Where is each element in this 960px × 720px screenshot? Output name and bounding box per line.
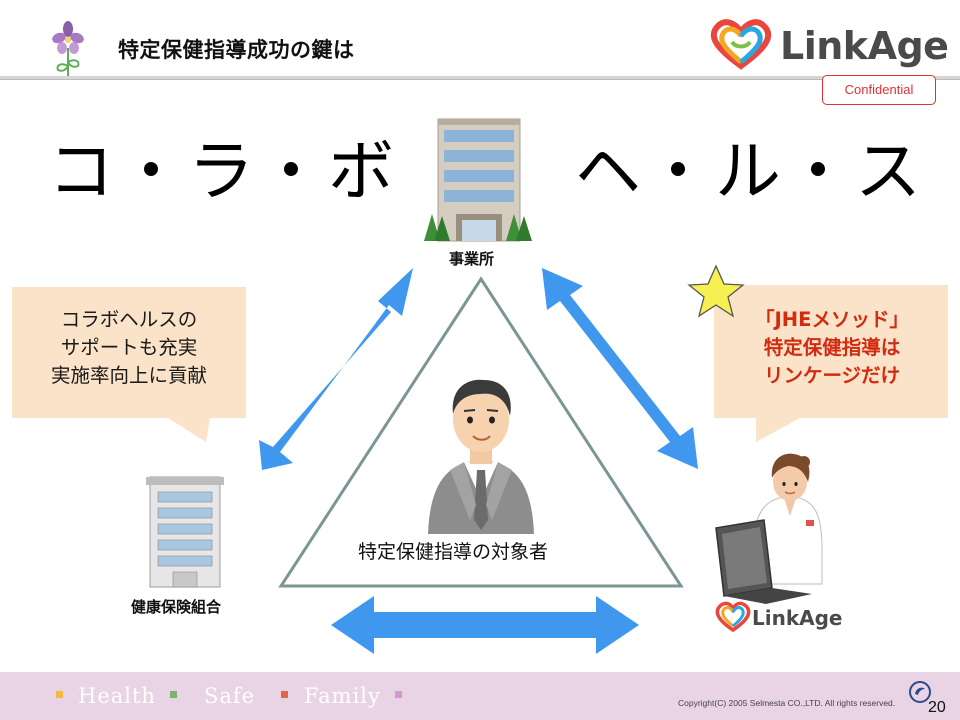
footer-word-family: Family [304, 684, 381, 708]
brand-name: LinkAge [780, 24, 949, 68]
node-label-provider-brand: LinkAge [752, 606, 843, 630]
footer-bullet [56, 691, 63, 698]
node-label-insurer: 健康保険組合 [131, 598, 222, 616]
left-callout-line: 実施率向上に貢献 [50, 364, 207, 387]
right-callout-line: 特定保健指導は [763, 336, 901, 359]
footer-word-health: Health [78, 684, 156, 708]
flower-logo-icon [48, 18, 88, 80]
node-label-office: 事業所 [449, 250, 495, 268]
center-triangle [278, 276, 684, 588]
footer-bullet [281, 691, 288, 698]
header-divider [0, 76, 960, 80]
counselor-with-laptop-icon [715, 453, 823, 604]
slide-title: 特定保健指導成功の鍵は [118, 38, 355, 62]
star-icon [687, 264, 745, 318]
right-callout-line: 「JHEメソッド」 [755, 308, 909, 331]
right-callout-bubble [714, 285, 948, 442]
left-callout-bubble [12, 287, 246, 442]
left-callout-text: コラボヘルスの サポートも充実 実施率向上に貢献 [12, 306, 246, 390]
office-building-icon [424, 118, 532, 242]
footer-bullet [170, 691, 177, 698]
left-callout-line: コラボヘルスの [60, 308, 198, 331]
heading-health: ヘ・ル・ス [575, 133, 925, 210]
right-callout-line: リンケージだけ [763, 364, 901, 387]
footer-word-safe: Safe [204, 684, 256, 708]
target-person-icon [428, 379, 534, 534]
small-linkage-logo-icon [715, 601, 751, 633]
arrow-insurer-office [259, 268, 413, 470]
footer-bullet [395, 691, 402, 698]
left-callout-line: サポートも充実 [60, 336, 198, 359]
copyright-text: Copyright(C) 2005 Selmesta CO.,LTD. All … [678, 698, 896, 708]
node-label-target: 特定保健指導の対象者 [358, 541, 549, 563]
heading-collabo: コ・ラ・ボ [48, 133, 398, 210]
arrow-office-linkage [542, 268, 698, 469]
insurer-building-icon [146, 476, 224, 588]
company-seal-icon [908, 680, 932, 704]
right-callout-text: 「JHEメソッド」 特定保健指導は リンケージだけ [715, 306, 949, 390]
linkage-logo-icon [706, 18, 776, 70]
page-number: 20 [928, 699, 946, 716]
arrow-insurer-linkage [331, 596, 639, 654]
footer-bar [0, 672, 960, 720]
confidential-badge: Confidential [822, 75, 936, 105]
